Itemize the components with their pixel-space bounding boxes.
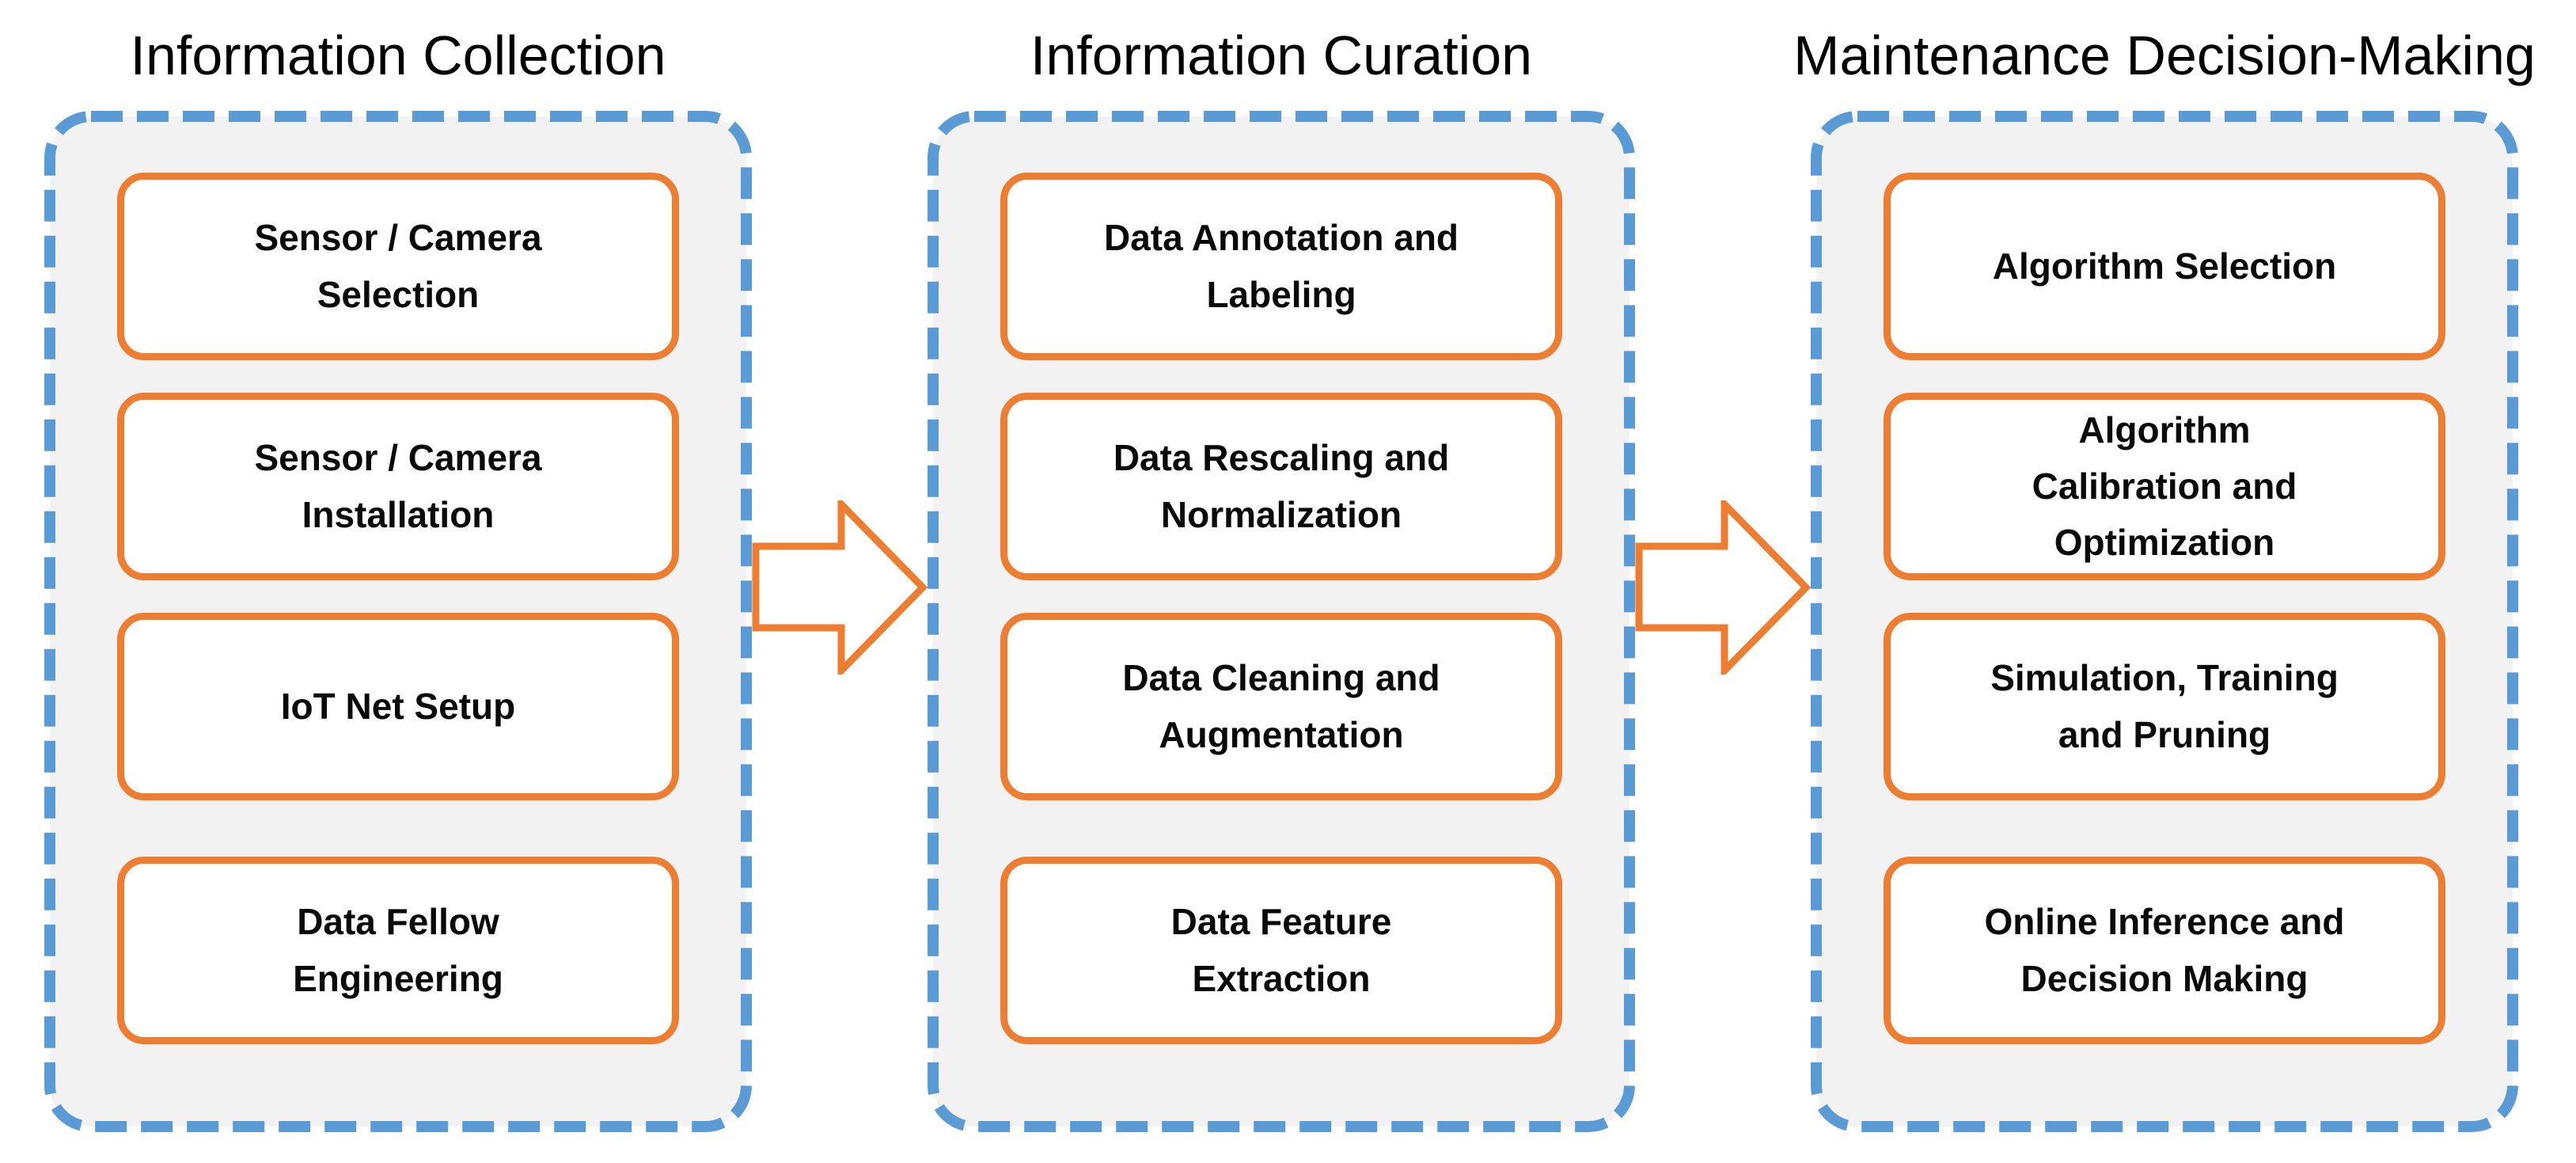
stage-title-information-curation: Information Curation bbox=[1030, 25, 1533, 86]
process-box: Data Rescaling and Normalization bbox=[1000, 393, 1562, 580]
process-box: Data Feature Extraction bbox=[1000, 857, 1562, 1044]
right-arrow-icon bbox=[1635, 500, 1811, 675]
process-box: Algorithm Selection bbox=[1884, 173, 2445, 360]
stage-container-information-curation: Data Annotation and Labeling Data Rescal… bbox=[928, 111, 1635, 1132]
process-box: Online Inference and Decision Making bbox=[1884, 857, 2445, 1044]
stage-title-maintenance-decision-making: Maintenance Decision-Making bbox=[1793, 25, 2536, 86]
right-arrow-icon bbox=[752, 500, 928, 675]
stage-container-maintenance-decision-making: Algorithm Selection Algorithm Calibratio… bbox=[1811, 111, 2518, 1132]
process-box: Algorithm Calibration and Optimization bbox=[1884, 393, 2445, 580]
process-box: IoT Net Setup bbox=[117, 613, 679, 800]
process-box: Data Fellow Engineering bbox=[117, 857, 679, 1044]
process-box: Simulation, Training and Pruning bbox=[1884, 613, 2445, 800]
process-box: Data Annotation and Labeling bbox=[1000, 173, 1562, 360]
stage-container-information-collection: Sensor / Camera Selection Sensor / Camer… bbox=[44, 111, 752, 1132]
process-box: Data Cleaning and Augmentation bbox=[1000, 613, 1562, 800]
process-box: Sensor / Camera Installation bbox=[117, 393, 679, 580]
stage-title-information-collection: Information Collection bbox=[130, 25, 666, 86]
process-box: Sensor / Camera Selection bbox=[117, 173, 679, 360]
